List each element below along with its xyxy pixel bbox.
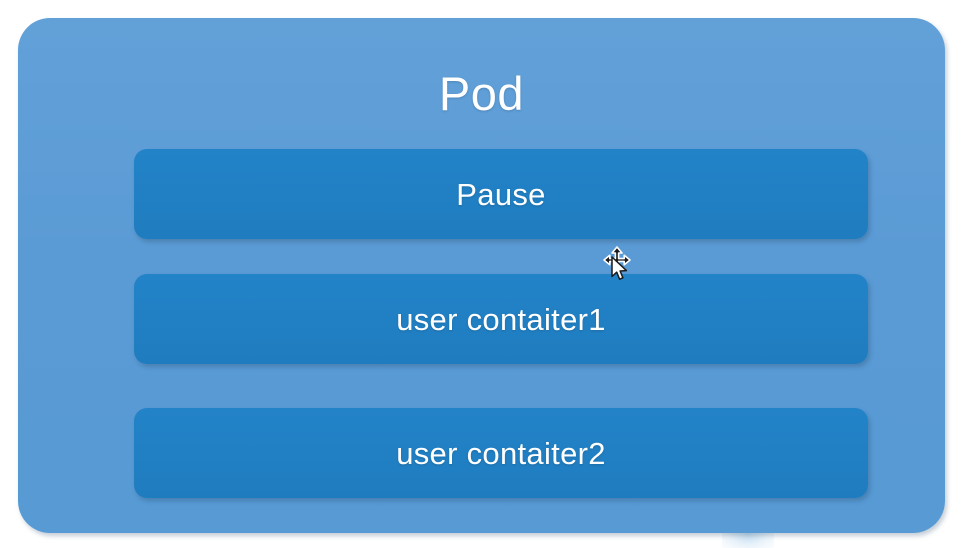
container-box-user1[interactable]: user contaiter1 xyxy=(134,274,868,364)
container-label-pause: Pause xyxy=(456,176,546,212)
container-box-pause[interactable]: Pause xyxy=(134,149,868,239)
container-box-user2[interactable]: user contaiter2 xyxy=(134,408,868,498)
pod-title: Pod xyxy=(438,67,525,120)
container-label-user1: user contaiter1 xyxy=(396,301,606,337)
pod-container[interactable]: Pod Pause user contaiter1 user contaiter… xyxy=(18,18,945,533)
container-label-user2: user contaiter2 xyxy=(396,435,606,471)
